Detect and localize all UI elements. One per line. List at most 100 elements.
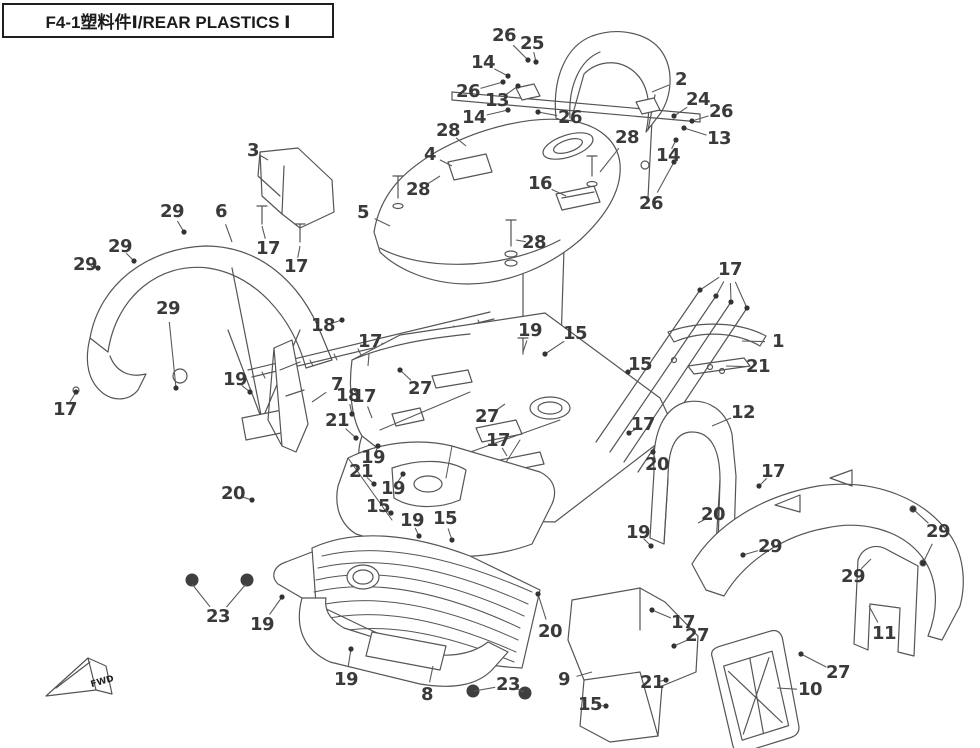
- callout-27: 27: [684, 625, 710, 646]
- fastener-dot: [535, 591, 541, 597]
- fastener-dot: [515, 83, 521, 89]
- leader-line: [455, 137, 467, 147]
- fastener-dot: [353, 435, 359, 441]
- leader-line: [494, 403, 506, 412]
- callout-27: 27: [825, 662, 851, 683]
- callout-26: 26: [708, 101, 734, 122]
- fastener-dot: [542, 351, 548, 357]
- leader-line: [699, 276, 720, 291]
- callout-15: 15: [365, 496, 391, 517]
- title-box: F4-1塑料件Ⅰ/REAR PLASTICS Ⅰ: [2, 3, 334, 38]
- callout-12: 12: [730, 402, 756, 423]
- fastener-dot: [663, 677, 669, 683]
- leader-line: [734, 281, 748, 309]
- callout-29: 29: [72, 254, 98, 275]
- leader-line: [522, 340, 528, 353]
- leader-line: [651, 84, 670, 93]
- callout-5: 5: [356, 202, 370, 223]
- callout-26: 26: [557, 107, 583, 128]
- callout-21: 21: [745, 356, 771, 377]
- callout-27: 27: [474, 406, 500, 427]
- fastener-dot: [375, 443, 381, 449]
- callout-3: 3: [246, 140, 260, 161]
- callout-19: 19: [625, 522, 651, 543]
- fastener-dot: [744, 305, 750, 311]
- leader-line: [347, 648, 352, 668]
- part-4-vent: [447, 153, 493, 181]
- fwd-arrow: FWD: [45, 657, 115, 697]
- callout-13: 13: [484, 90, 510, 111]
- fastener-dot: [649, 607, 655, 613]
- callout-6: 6: [214, 201, 228, 222]
- fastener-dot: [348, 646, 354, 652]
- leader-line: [429, 665, 434, 683]
- part-21-strip: [687, 357, 751, 375]
- leader-line: [729, 282, 732, 303]
- fastener-dot: [249, 497, 255, 503]
- callout-9: 9: [557, 669, 571, 690]
- fastener-dot: [535, 109, 541, 115]
- callout-15: 15: [627, 354, 653, 375]
- leader-line: [697, 518, 707, 524]
- leader-line: [776, 687, 798, 690]
- callout-17: 17: [485, 430, 511, 451]
- callout-19: 19: [333, 669, 359, 690]
- leader-line: [673, 106, 688, 117]
- fastener-dot: [388, 510, 394, 516]
- leader-line: [715, 281, 725, 297]
- fastener-dot: [756, 483, 762, 489]
- fastener-dot: [713, 293, 719, 299]
- grille: [311, 535, 541, 669]
- fastener-dot: [397, 367, 403, 373]
- leader-line: [367, 352, 370, 367]
- fastener-dot: [349, 411, 355, 417]
- screw-glyphs: [392, 155, 598, 355]
- fastener-dot: [339, 317, 345, 323]
- leader-line: [537, 111, 558, 117]
- callout-11: 11: [871, 623, 897, 644]
- callout-4: 4: [423, 144, 437, 165]
- fastener-dot: [505, 107, 511, 113]
- fastener-dot: [728, 299, 734, 305]
- fastener-projection-lines: [595, 289, 748, 473]
- leader-line: [512, 44, 529, 61]
- callout-14: 14: [655, 145, 681, 166]
- leader-line: [576, 671, 593, 677]
- fastener-dot: [400, 471, 406, 477]
- leader-line: [544, 340, 565, 355]
- fastener-dot: [697, 287, 703, 293]
- fastener-dot: [416, 533, 422, 539]
- callout-21: 21: [639, 672, 665, 693]
- leader-line: [537, 593, 547, 620]
- callout-28: 28: [614, 127, 640, 148]
- leader-line: [374, 218, 391, 227]
- fastener-dot: [648, 543, 654, 549]
- fastener-dot: [625, 369, 631, 375]
- leader-line: [224, 224, 233, 243]
- callout-25: 25: [519, 33, 545, 54]
- callout-24: 24: [685, 89, 711, 110]
- callout-18: 18: [310, 315, 336, 336]
- fastener-dot: [671, 159, 677, 165]
- callout-17: 17: [255, 238, 281, 259]
- fastener-dot: [920, 560, 926, 566]
- callout-17: 17: [351, 386, 377, 407]
- fastener-dot: [671, 643, 677, 649]
- fastener-dot: [910, 506, 916, 512]
- leader-line: [269, 596, 283, 615]
- callout-28: 28: [405, 179, 431, 200]
- callout-17: 17: [52, 399, 78, 420]
- callout-21: 21: [348, 461, 374, 482]
- leader-line: [427, 175, 441, 185]
- part-7-frame: [267, 339, 309, 453]
- fastener-dot: [689, 118, 695, 124]
- callout-29: 29: [757, 536, 783, 557]
- fastener-dot: [181, 229, 187, 235]
- callout-21: 21: [324, 410, 350, 431]
- callout-26: 26: [638, 193, 664, 214]
- callout-17: 17: [717, 259, 743, 280]
- fastener-dot: [603, 703, 609, 709]
